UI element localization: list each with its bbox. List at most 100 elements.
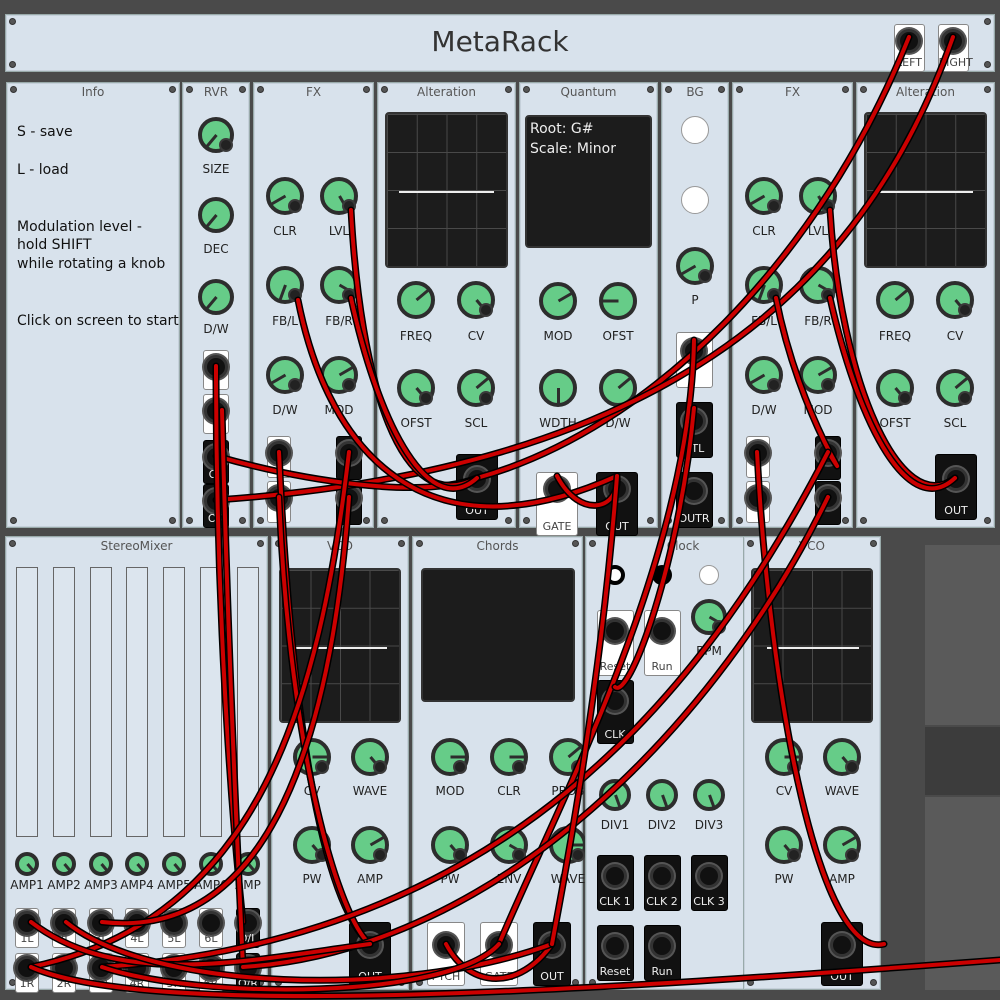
jack-icon[interactable] bbox=[944, 467, 968, 491]
button-light[interactable] bbox=[681, 116, 709, 144]
jack-icon[interactable] bbox=[816, 486, 840, 510]
port[interactable] bbox=[815, 481, 841, 525]
mod-port[interactable] bbox=[711, 619, 726, 634]
port[interactable]: Reset bbox=[596, 925, 634, 981]
port[interactable] bbox=[203, 394, 229, 434]
port[interactable] bbox=[815, 436, 841, 480]
port[interactable]: 5L bbox=[162, 908, 186, 948]
port[interactable]: 1R bbox=[15, 953, 39, 993]
jack-icon[interactable] bbox=[697, 864, 721, 888]
port[interactable]: GATE bbox=[480, 922, 518, 986]
jack-icon[interactable] bbox=[603, 689, 627, 713]
jack-icon[interactable] bbox=[746, 486, 770, 510]
port[interactable] bbox=[336, 481, 362, 525]
knob[interactable] bbox=[599, 282, 637, 320]
knob[interactable] bbox=[125, 852, 149, 876]
port[interactable]: OUT bbox=[349, 922, 391, 986]
port[interactable] bbox=[336, 436, 362, 480]
port[interactable]: Reset bbox=[596, 610, 634, 676]
jack-icon[interactable] bbox=[204, 445, 228, 469]
port[interactable]: 6L bbox=[199, 908, 223, 948]
jack-icon[interactable] bbox=[487, 933, 511, 957]
knob[interactable] bbox=[693, 779, 725, 811]
jack-icon[interactable] bbox=[682, 409, 706, 433]
port[interactable]: RIGHT bbox=[937, 24, 973, 72]
port[interactable]: OUT bbox=[821, 922, 863, 986]
jack-icon[interactable] bbox=[682, 339, 706, 363]
port[interactable]: 6R bbox=[199, 953, 223, 993]
jack-icon[interactable] bbox=[434, 933, 458, 957]
fader-track[interactable] bbox=[126, 567, 148, 837]
mod-port[interactable] bbox=[571, 848, 586, 863]
jack-icon[interactable] bbox=[682, 479, 706, 503]
port[interactable] bbox=[203, 350, 229, 390]
jack-icon[interactable] bbox=[650, 619, 674, 643]
jack-icon[interactable] bbox=[603, 619, 627, 643]
knob[interactable] bbox=[15, 852, 39, 876]
fader-track[interactable] bbox=[163, 567, 185, 837]
knob[interactable] bbox=[198, 279, 234, 315]
jack-icon[interactable] bbox=[603, 934, 627, 958]
jack-icon[interactable] bbox=[204, 489, 228, 513]
port[interactable]: 4L bbox=[125, 908, 149, 948]
port[interactable]: CLK bbox=[596, 680, 634, 744]
jack-icon[interactable] bbox=[204, 355, 228, 379]
port[interactable] bbox=[746, 481, 770, 523]
jack-icon[interactable] bbox=[540, 933, 564, 957]
jack-icon[interactable] bbox=[830, 933, 854, 957]
jack-icon[interactable] bbox=[337, 441, 361, 465]
knob[interactable] bbox=[89, 852, 113, 876]
knob[interactable] bbox=[162, 852, 186, 876]
knob[interactable] bbox=[236, 852, 260, 876]
port[interactable]: OUT bbox=[935, 454, 977, 520]
jack-icon[interactable] bbox=[746, 441, 770, 465]
port[interactable]: CLK 2 bbox=[643, 855, 681, 911]
knob[interactable] bbox=[599, 779, 631, 811]
port[interactable] bbox=[267, 436, 291, 478]
port[interactable]: 2R bbox=[52, 953, 76, 993]
port[interactable]: 3R bbox=[89, 953, 113, 993]
port[interactable]: OUT bbox=[533, 922, 571, 986]
knob[interactable] bbox=[539, 282, 577, 320]
port[interactable]: Run bbox=[643, 610, 681, 676]
knob[interactable] bbox=[52, 852, 76, 876]
port[interactable]: O/L bbox=[236, 908, 260, 948]
jack-icon[interactable] bbox=[605, 477, 629, 501]
jack-icon[interactable] bbox=[337, 486, 361, 510]
fader-track[interactable] bbox=[53, 567, 75, 837]
fader-track[interactable] bbox=[237, 567, 259, 837]
fader-track[interactable] bbox=[90, 567, 112, 837]
button-light[interactable] bbox=[681, 186, 709, 214]
jack-icon[interactable] bbox=[358, 933, 382, 957]
port[interactable]: CTL bbox=[675, 402, 713, 458]
jack-icon[interactable] bbox=[267, 441, 291, 465]
jack-icon[interactable] bbox=[816, 441, 840, 465]
port[interactable]: 3L bbox=[89, 908, 113, 948]
port[interactable]: LEFT bbox=[893, 24, 925, 72]
jack-icon[interactable] bbox=[897, 29, 921, 53]
port[interactable]: 2L bbox=[52, 908, 76, 948]
jack-icon[interactable] bbox=[603, 864, 627, 888]
port[interactable]: O/R bbox=[236, 953, 260, 993]
port[interactable] bbox=[267, 481, 291, 523]
fader-track[interactable] bbox=[16, 567, 38, 837]
jack-icon[interactable] bbox=[650, 864, 674, 888]
jack-icon[interactable] bbox=[941, 29, 965, 53]
mod-port[interactable] bbox=[958, 303, 973, 318]
mod-port[interactable] bbox=[958, 391, 973, 406]
jack-icon[interactable] bbox=[650, 934, 674, 958]
port[interactable]: CLK 3 bbox=[690, 855, 728, 911]
knob[interactable] bbox=[876, 281, 914, 319]
port[interactable]: 4R bbox=[125, 953, 149, 993]
knob[interactable] bbox=[646, 779, 678, 811]
port[interactable]: OUT bbox=[456, 454, 498, 520]
port[interactable]: Run bbox=[643, 925, 681, 981]
mod-port[interactable] bbox=[218, 137, 233, 152]
fader-track[interactable] bbox=[200, 567, 222, 837]
port[interactable]: OR bbox=[203, 484, 229, 528]
port[interactable]: OUT bbox=[596, 472, 638, 536]
port[interactable]: OUTR bbox=[675, 472, 713, 528]
jack-icon[interactable] bbox=[267, 486, 291, 510]
mod-port[interactable] bbox=[571, 760, 586, 775]
jack-icon[interactable] bbox=[545, 477, 569, 501]
